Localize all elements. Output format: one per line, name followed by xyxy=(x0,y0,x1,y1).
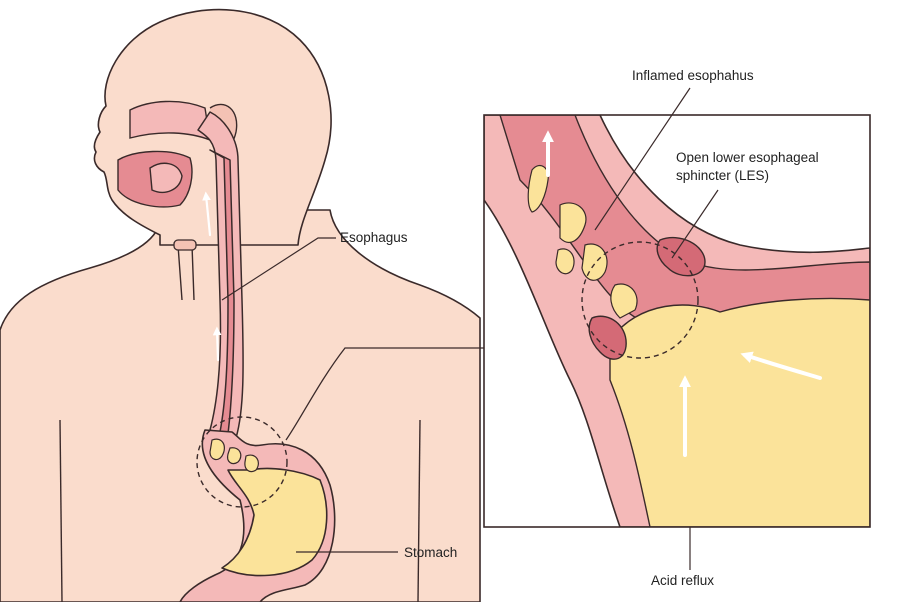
nasal-oral-cavity xyxy=(117,100,211,208)
right-arm-line xyxy=(417,419,421,602)
overview-arrows xyxy=(202,191,222,362)
zoom-circle-overview xyxy=(196,416,288,508)
les-muscle xyxy=(588,236,706,360)
zoom-circle-detail xyxy=(581,241,699,359)
les-leader xyxy=(671,189,719,259)
zoom-lumen xyxy=(499,115,870,331)
label-acid-reflux: Acid reflux xyxy=(651,573,714,588)
acid-tongues xyxy=(527,165,638,319)
stomach-overview xyxy=(179,429,336,602)
arrow-icon xyxy=(202,191,212,237)
zoom-acid xyxy=(609,297,870,527)
label-inflamed: Inflamed esophahus xyxy=(632,68,754,83)
zoom-arrows xyxy=(542,130,822,457)
esophagus-leader xyxy=(221,237,336,301)
zoom-connector xyxy=(285,347,484,441)
label-les-line1: Open lower esophageal xyxy=(676,150,819,165)
overview-reflux xyxy=(209,438,259,473)
trachea-top xyxy=(173,239,197,251)
label-stomach: Stomach xyxy=(404,545,457,560)
leader-lines xyxy=(221,87,719,570)
zoom-panel-border xyxy=(483,114,871,528)
label-esophagus: Esophagus xyxy=(340,230,408,245)
inflamed-leader xyxy=(594,87,691,231)
trachea xyxy=(177,244,195,301)
arrow-icon xyxy=(212,326,222,362)
left-arm-line xyxy=(59,419,63,602)
arrow-icon xyxy=(740,351,822,380)
zoom-panel xyxy=(484,115,870,527)
label-les-line2: sphincter (LES) xyxy=(676,168,769,183)
